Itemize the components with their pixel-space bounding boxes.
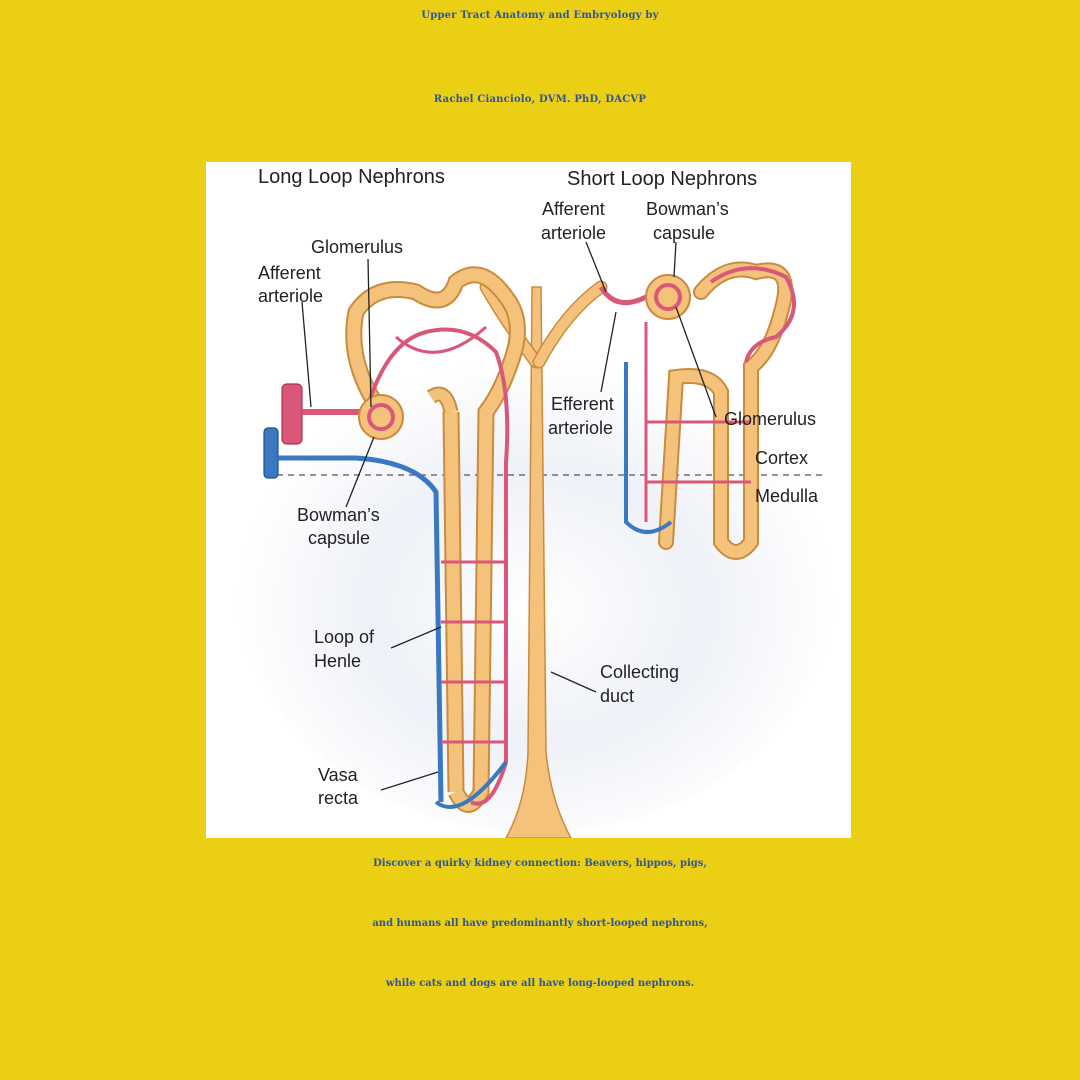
label-loop-2: Henle xyxy=(314,651,361,671)
short-loop-nephron xyxy=(598,261,796,560)
leader-lines xyxy=(301,241,717,791)
caption-line-1: Discover a quirky kidney connection: Bea… xyxy=(373,858,707,869)
label-efferent-2: arteriole xyxy=(548,418,613,438)
nephron-diagram: Long Loop Nephrons Short Loop Nephrons G… xyxy=(206,162,851,838)
bowmans-capsule-short xyxy=(645,274,691,320)
label-cortex: Cortex xyxy=(755,448,808,468)
label-bowman-long-1: Bowman’s xyxy=(297,505,380,525)
bowmans-capsule-long xyxy=(358,394,404,440)
vein-stub xyxy=(263,427,279,479)
title-line-2: Rachel Cianciolo, DVM. PhD, DACVP xyxy=(433,94,647,105)
label-afferent-long-1: Afferent xyxy=(258,263,321,283)
artery-stub xyxy=(281,383,303,445)
label-afferent-long-2: arteriole xyxy=(258,286,323,306)
label-efferent-1: Efferent xyxy=(551,394,614,414)
label-collecting-2: duct xyxy=(600,686,634,706)
caption-line-2: and humans all have predominantly short-… xyxy=(372,918,708,929)
label-bowman-short-2: capsule xyxy=(653,223,715,243)
label-bowman-short-1: Bowman’s xyxy=(646,199,729,219)
title-line-1: Upper Tract Anatomy and Embryology by xyxy=(421,10,659,21)
label-bowman-long-2: capsule xyxy=(308,528,370,548)
label-vasa-2: recta xyxy=(318,788,359,808)
label-afferent-short-2: arteriole xyxy=(541,223,606,243)
label-vasa-1: Vasa xyxy=(318,765,359,785)
label-loop-1: Loop of xyxy=(314,627,375,647)
caption-line-3: while cats and dogs are all have long-lo… xyxy=(385,978,695,989)
label-glomerulus-short: Glomerulus xyxy=(724,409,816,429)
glomerulus-long xyxy=(367,403,395,431)
glomerulus-short xyxy=(654,283,682,311)
label-collecting-1: Collecting xyxy=(600,662,679,682)
long-loop-nephron xyxy=(263,266,526,813)
heading-short-loop: Short Loop Nephrons xyxy=(567,168,757,190)
label-afferent-short-1: Afferent xyxy=(542,199,605,219)
heading-long-loop: Long Loop Nephrons xyxy=(258,166,445,188)
nephron-illustration: Long Loop Nephrons Short Loop Nephrons G… xyxy=(236,166,836,838)
label-glomerulus-long: Glomerulus xyxy=(311,237,403,257)
label-medulla: Medulla xyxy=(755,486,819,506)
